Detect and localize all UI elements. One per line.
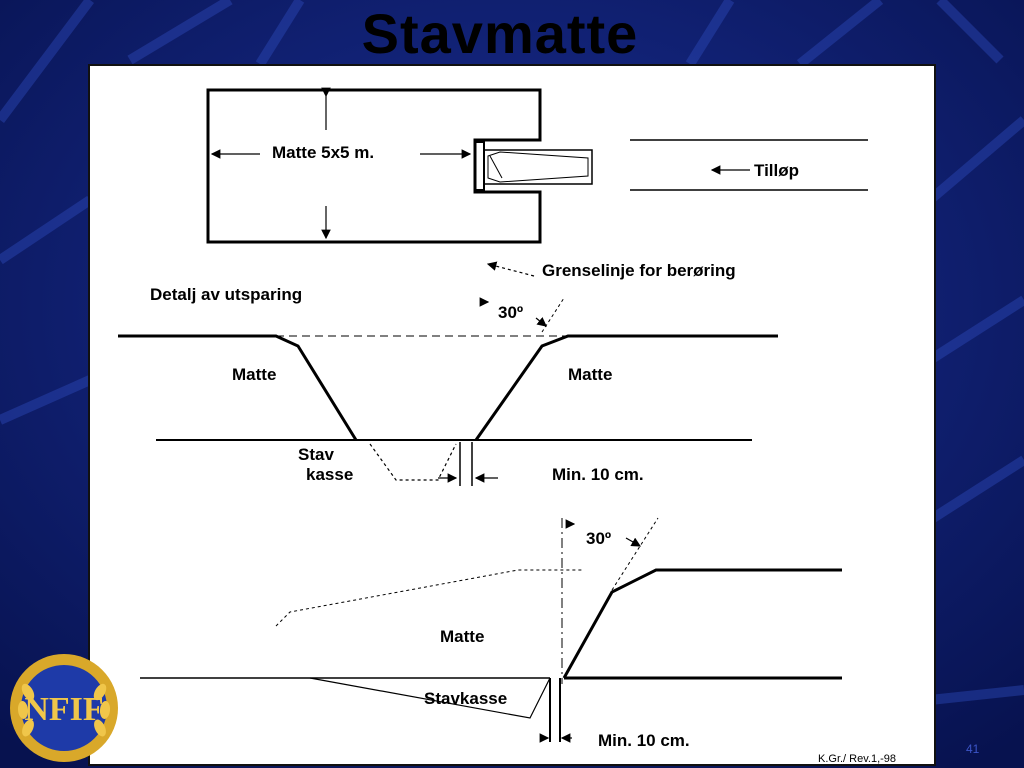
side-box-label: Stavkasse [424, 689, 507, 708]
mat-upper-profile-dashed [275, 569, 584, 627]
side-view [140, 517, 842, 743]
slide-title: Stavmatte [361, 2, 639, 65]
detail-angle-label: 30º [498, 303, 523, 322]
side-angle-label: 30º [586, 529, 611, 548]
side-mat-profile [562, 568, 842, 679]
detail-min-distance-label: Min. 10 cm. [552, 465, 644, 484]
nfif-logo: NFIF [10, 654, 118, 762]
detail-mat-right-label: Matte [568, 365, 612, 384]
side-box-outline [309, 677, 551, 719]
detail-box-label-1: Stav [298, 445, 334, 464]
plan-view [206, 87, 868, 277]
detail-box-outline [369, 443, 457, 481]
mat-size-label: Matte 5x5 m. [272, 143, 374, 162]
detail-box-label-2: kasse [306, 465, 353, 484]
page-number: 41 [966, 742, 980, 756]
laurel-wreath-icon [17, 683, 111, 737]
mat-outline [206, 88, 542, 244]
diagram-panel: Matte 5x5 m. Tilløp Grenselinje for berø… [88, 64, 936, 766]
detail-heading: Detalj av utsparing [150, 285, 302, 304]
revision-credit: K.Gr./ Rev.1,-98 [818, 753, 896, 765]
detail-mat-left-label: Matte [232, 365, 276, 384]
side-min-distance-label: Min. 10 cm. [598, 731, 690, 750]
pole-vault-mat-diagram: Matte 5x5 m. Tilløp Grenselinje for berø… [118, 87, 896, 765]
side-mat-label: Matte [440, 627, 484, 646]
detail-view [118, 297, 778, 486]
plant-box [483, 149, 593, 185]
logo-text: NFIF [24, 691, 103, 728]
detail-mat-profile [118, 334, 778, 441]
boundary-label: Grenselinje for berøring [542, 261, 736, 280]
runway-label: Tilløp [754, 161, 799, 180]
